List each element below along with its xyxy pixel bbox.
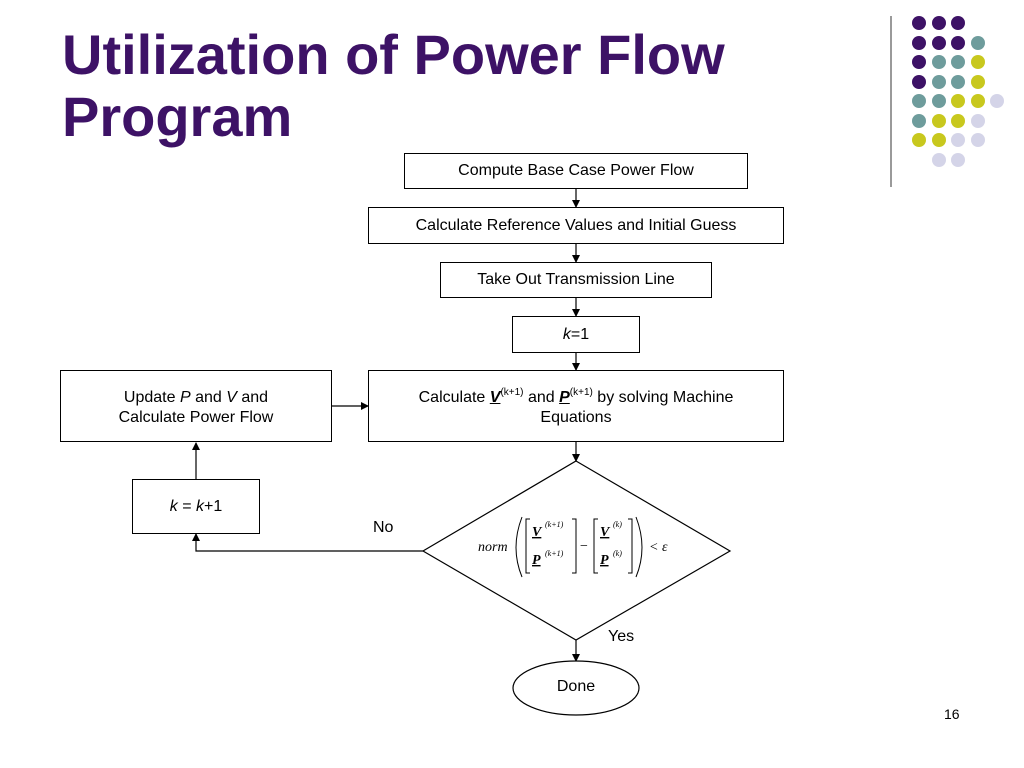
step-calculate-reference: Calculate Reference Values and Initial G… (368, 207, 784, 244)
decorative-dot (912, 133, 926, 147)
solve-line-2: Equations (540, 409, 612, 426)
decision-formula: norm V (k+1) P (k+1) − V (k) P (k) < ε (478, 516, 668, 578)
decorative-dot (912, 113, 926, 128)
decorative-dot (990, 94, 1004, 108)
decorative-dot (951, 94, 965, 108)
increment-plus-one: +1 (203, 497, 223, 515)
decorative-dot (951, 16, 965, 30)
formula-bracket-1-right (572, 518, 577, 574)
decorative-dot (951, 74, 965, 89)
decorative-dot (931, 152, 946, 167)
increment-k-rhs: k (195, 497, 204, 515)
step-update-p-v: Update P and V and Calculate Power Flow (60, 370, 332, 442)
decorative-dot (931, 16, 946, 30)
decorative-dot (951, 35, 965, 50)
step-compute-base-case: Compute Base Case Power Flow (404, 153, 748, 189)
step-take-out-line: Take Out Transmission Line (440, 262, 712, 298)
k-init-value: =1 (570, 325, 590, 343)
step-take-out-line-label: Take Out Transmission Line (477, 271, 675, 288)
formula-norm: norm (478, 540, 508, 555)
step-init-k-label: k=1 (563, 325, 589, 345)
formula-v-cur: V (600, 525, 611, 540)
solve-and: and (523, 389, 560, 406)
formula-p-next-sup: (k+1) (545, 549, 564, 558)
done-terminal (512, 660, 640, 716)
formula-bracket-1-left (525, 518, 530, 574)
decorative-dot (912, 16, 926, 30)
formula-v-next: V (532, 525, 543, 540)
slide-title-line-1: Utilization of Power Flow (62, 23, 725, 86)
decorative-dot (970, 55, 985, 69)
decorative-dot (912, 74, 926, 89)
decorative-divider (890, 16, 892, 187)
update-v-symbol: V (226, 389, 237, 406)
increment-k-lhs: k (169, 497, 178, 515)
decorative-dot (931, 133, 946, 147)
decorative-dot (951, 133, 965, 147)
formula-p-cur-sup: (k) (613, 549, 622, 558)
formula-bracket-2-right (628, 518, 633, 574)
decorative-dot (912, 94, 926, 108)
step-solve-machine-equations: Calculate V(k+1) and P(k+1) by solving M… (368, 370, 784, 442)
decorative-dot (970, 113, 985, 128)
decorative-dot (931, 74, 946, 89)
step-init-k: k=1 (512, 316, 640, 353)
solve-v-superscript: (k+1) (500, 387, 524, 398)
formula-v-next-sup: (k+1) (545, 520, 564, 529)
k-variable: k (562, 325, 571, 343)
decorative-dot (912, 35, 926, 50)
formula-left-paren (515, 516, 523, 578)
solve-prefix: Calculate (418, 389, 490, 406)
no-branch-label: No (373, 519, 394, 536)
solve-suffix: by solving Machine (592, 389, 734, 406)
slide-title-line-2: Program (62, 85, 293, 148)
decorative-dot (931, 55, 946, 69)
increment-eq: = (177, 497, 196, 515)
page-number: 16 (944, 706, 960, 722)
update-c: and (236, 389, 269, 406)
solve-p-symbol: P (559, 389, 570, 406)
yes-branch-label: Yes (608, 628, 635, 645)
step-update-p-v-label: Update P and V and Calculate Power Flow (119, 388, 274, 428)
solve-p-superscript: (k+1) (569, 387, 593, 398)
update-line-2: Calculate Power Flow (118, 409, 274, 426)
arrow-no-to-increment (192, 533, 423, 552)
decorative-dot (931, 113, 946, 128)
decorative-dot (970, 35, 985, 50)
formula-right-paren (635, 516, 643, 578)
formula-bracket-2-left (593, 518, 598, 574)
step-compute-base-case-label: Compute Base Case Power Flow (458, 162, 694, 179)
decorative-dot (931, 35, 946, 50)
step-increment-k-label: k = k+1 (170, 497, 222, 517)
step-increment-k: k = k+1 (132, 479, 260, 534)
decorative-dot (951, 152, 965, 167)
decorative-dot (912, 55, 926, 69)
decorative-dot (931, 94, 946, 108)
decorative-dot (970, 74, 985, 89)
update-a: Update (123, 389, 180, 406)
step-calculate-reference-label: Calculate Reference Values and Initial G… (415, 216, 737, 234)
formula-p-next: P (532, 553, 541, 568)
slide-title: Utilization of Power Flow Program (62, 24, 725, 148)
decorative-dot (951, 113, 965, 128)
decorative-dot (970, 133, 985, 147)
done-label: Done (556, 678, 596, 695)
formula-v-cur-sup: (k) (613, 520, 622, 529)
formula-p-cur: P (600, 553, 609, 568)
decorative-dot (970, 94, 985, 108)
step-solve-machine-equations-label: Calculate V(k+1) and P(k+1) by solving M… (419, 388, 734, 428)
formula-minus: − (580, 539, 588, 554)
decorative-dot (951, 55, 965, 69)
update-b: and (190, 389, 227, 406)
solve-v-symbol: V (489, 389, 501, 406)
formula-less-than-epsilon: < ε (649, 540, 668, 555)
update-p-symbol: P (179, 389, 191, 406)
